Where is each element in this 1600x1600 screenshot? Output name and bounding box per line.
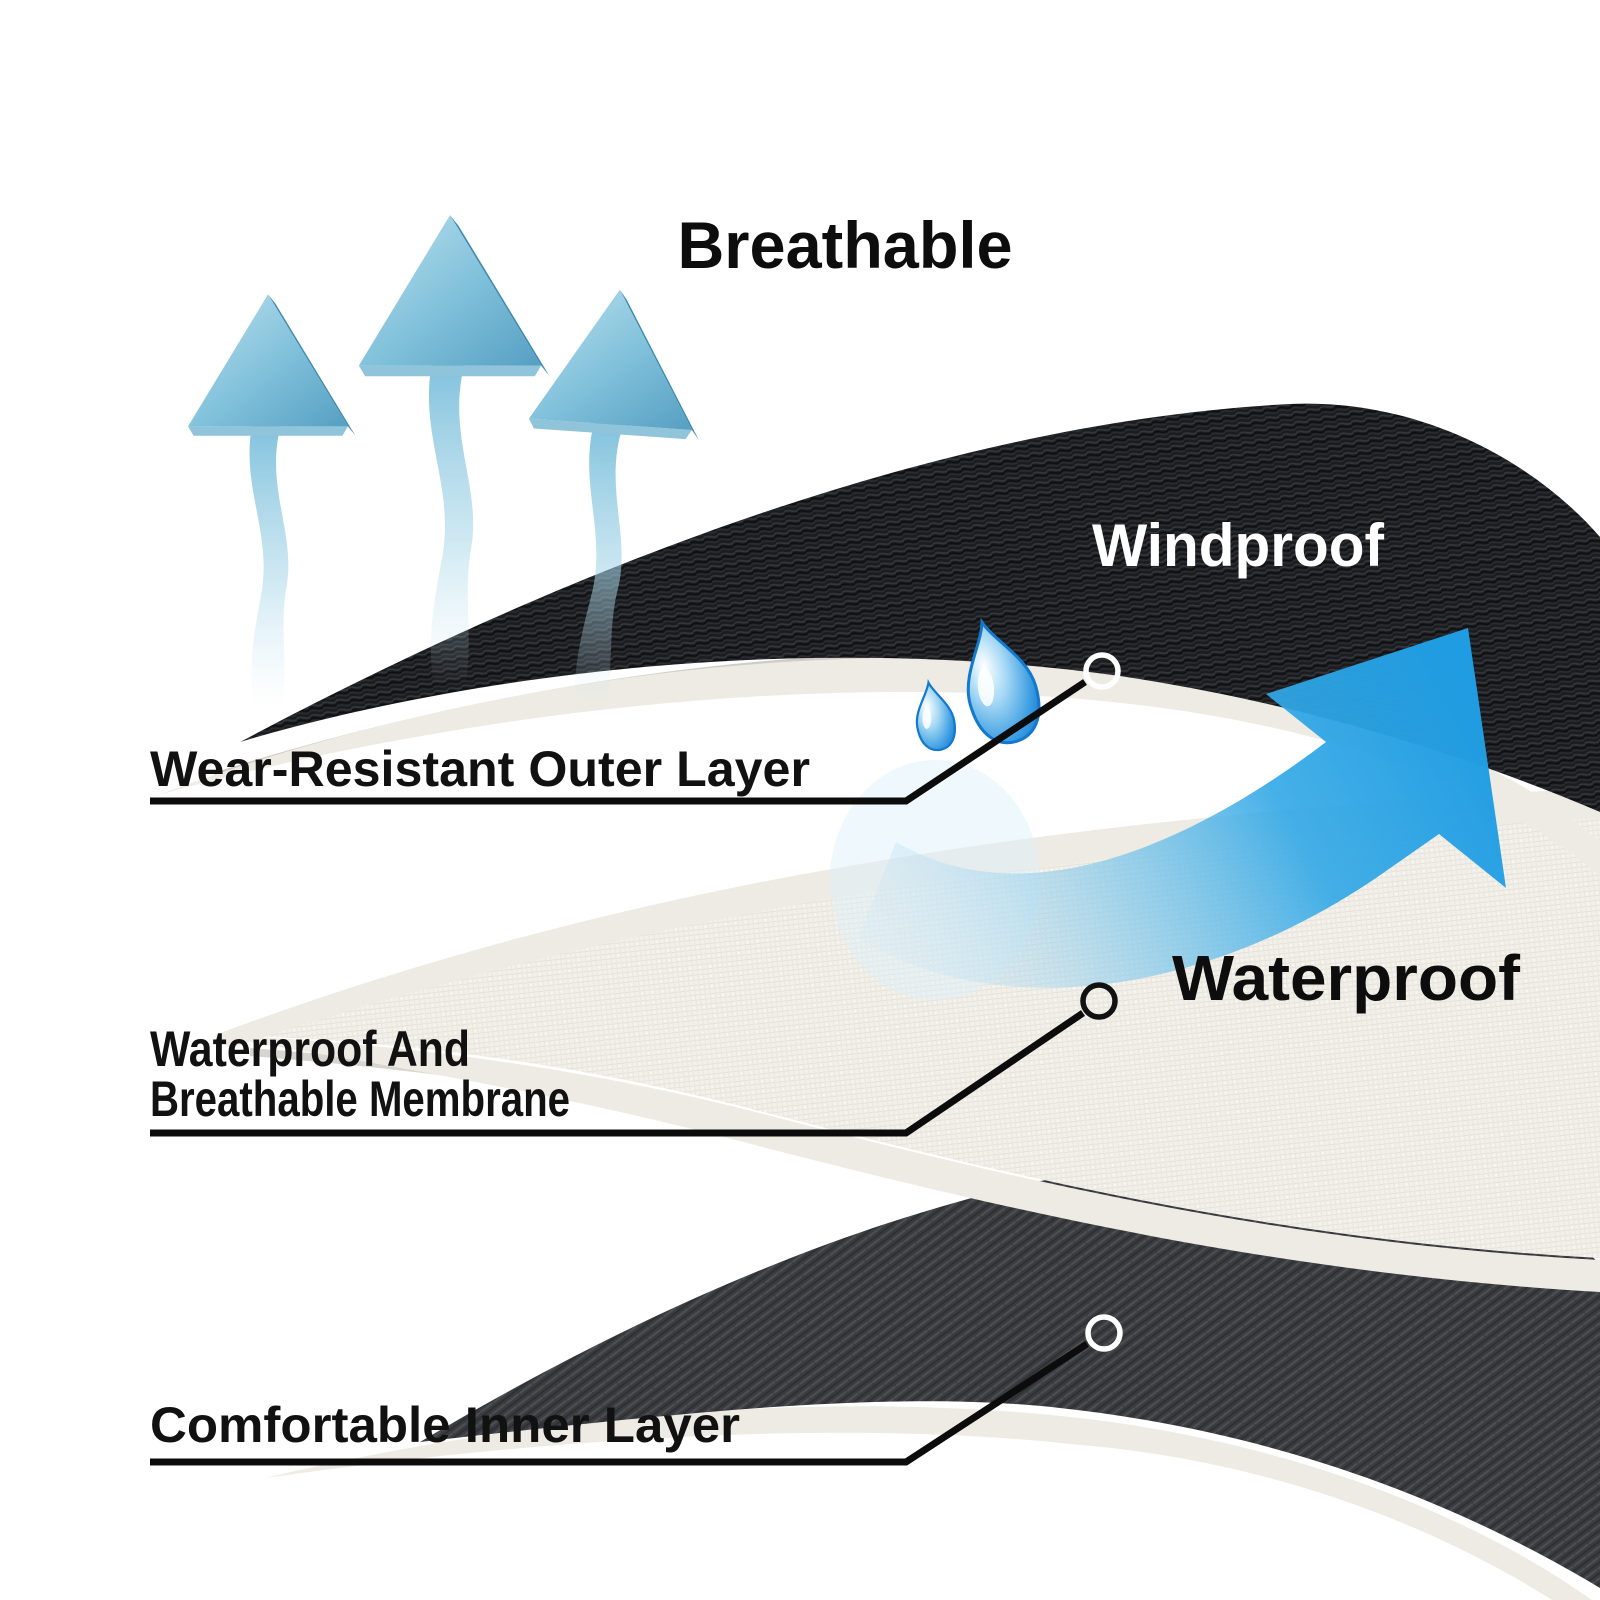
inner-layer-cream-edge — [265, 1406, 1592, 1600]
wind-swoosh-shape — [858, 628, 1506, 988]
membrane-cream-edge-bottom — [215, 1035, 1600, 1292]
water-drop-large — [966, 617, 1041, 745]
callout-inner-layer: Comfortable Inner Layer — [150, 1314, 1123, 1466]
circle-marker-icon — [1080, 982, 1118, 1020]
callout-line — [150, 1341, 1089, 1466]
wavy-up-arrow-icon — [188, 294, 356, 708]
wavy-up-arrow-icon — [528, 289, 699, 710]
circle-marker-icon — [1085, 1314, 1123, 1352]
breathability-arrows — [188, 215, 699, 710]
water-drop-small — [915, 679, 956, 752]
membrane-label-line1: Waterproof And — [150, 1021, 470, 1077]
outer-layer-cream-edge — [158, 657, 1600, 876]
waterproof-label: Waterproof — [1172, 942, 1521, 1014]
curved-wind-arrow-icon — [830, 628, 1506, 1000]
inner-layer-label: Comfortable Inner Layer — [150, 1397, 740, 1453]
callout-membrane-layer: Waterproof And Breathable Membrane — [150, 982, 1118, 1137]
membrane-label-line2: Breathable Membrane — [150, 1071, 570, 1127]
callout-outer-layer: Wear-Resistant Outer Layer — [150, 652, 1121, 805]
circle-marker-icon — [1083, 652, 1121, 690]
water-drop-icon — [915, 617, 1041, 752]
outer-layer-fabric — [240, 403, 1600, 812]
callout-line — [150, 679, 1087, 805]
callout-line — [150, 1010, 1085, 1137]
page-title: Breathable — [678, 208, 1013, 282]
windproof-label: Windproof — [1092, 512, 1385, 579]
wavy-up-arrow-icon — [358, 215, 550, 686]
outer-layer-label: Wear-Resistant Outer Layer — [150, 741, 810, 797]
